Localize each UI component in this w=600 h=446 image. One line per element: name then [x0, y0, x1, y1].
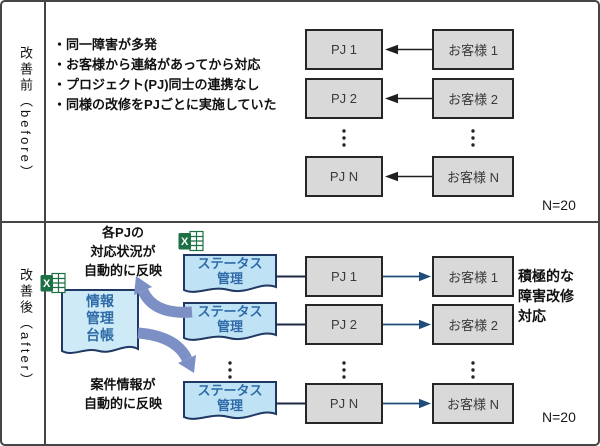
- annotation-right-line-2: 障害改修: [518, 288, 574, 304]
- document-shape: [183, 254, 277, 293]
- after-section-label: 改善後（after）: [18, 268, 33, 390]
- annotation-top-line-3: 自動的に反映: [83, 263, 162, 278]
- arrow-pj1-to-customer1-after: [383, 271, 431, 282]
- before-section-label: 改善前（before）: [18, 46, 33, 181]
- annotation-case-info-reflected: 案件情報が 自動的に反映: [62, 375, 184, 413]
- before-count-note: N=20: [542, 197, 576, 213]
- status-document-1: ステータス 管理: [183, 254, 277, 298]
- before-bullet-3: ・プロジェクト(PJ)同士の連携なし: [53, 77, 260, 92]
- label-column-divider: [44, 2, 46, 444]
- customer-box-before-n: お客様 N: [432, 156, 514, 197]
- pj-box-after-n: PJ N: [305, 383, 383, 424]
- excel-file-icon: X: [40, 272, 66, 300]
- annotation-top-line-1: 各PJの: [102, 225, 144, 240]
- info-ledger-label: 情報 管理 台帳: [61, 289, 139, 348]
- customer-box-after-1: お客様 1: [432, 256, 514, 297]
- status-document-2: ステータス 管理: [183, 302, 277, 346]
- status-line-2: 管理: [216, 318, 243, 334]
- status-doc-label: ステータス 管理: [183, 302, 277, 337]
- excel-x-glyph: X: [43, 278, 51, 290]
- ledger-line-2: 管理: [86, 310, 114, 327]
- annotation-right-line-1: 積極的な: [518, 268, 574, 284]
- before-bullet-1: ・同一障害が多発: [53, 37, 158, 52]
- document-shape: [61, 289, 139, 354]
- status-line-2: 管理: [216, 270, 243, 286]
- pj-box-after-2: PJ 2: [305, 304, 383, 345]
- arrow-pj2-to-customer2-after: [383, 319, 431, 330]
- annotation-bottom-line-1: 案件情報が: [90, 377, 156, 392]
- before-issues-list: ・同一障害が多発 ・お客様から連絡があってから対応 ・プロジェクト(PJ)同士の…: [53, 35, 277, 115]
- connector-doc-to-pj: [276, 275, 306, 405]
- status-line-1: ステータス: [197, 382, 263, 398]
- excel-x-glyph: X: [181, 236, 189, 248]
- annotation-status-reflected: 各PJの 対応状況が 自動的に反映: [64, 223, 182, 280]
- customer-box-after-n: お客様 N: [432, 383, 514, 424]
- pj-box-after-1: PJ 1: [305, 256, 383, 297]
- arrow-customer1-to-pj1-before: [385, 44, 432, 55]
- status-line-1: ステータス: [197, 303, 263, 319]
- arrow-pjN-to-customerN-after: [383, 398, 431, 409]
- annotation-proactive-fix: 積極的な 障害改修 対応: [518, 266, 574, 326]
- section-divider: [2, 221, 598, 223]
- arrow-customer2-to-pj2-before: [385, 93, 432, 104]
- annotation-top-line-2: 対応状況が: [90, 244, 156, 259]
- pj-box-before-n: PJ N: [305, 156, 383, 197]
- status-line-1: ステータス: [197, 255, 263, 271]
- after-count-note: N=20: [542, 409, 576, 425]
- info-ledger-document: 情報 管理 台帳: [61, 289, 139, 361]
- pj-box-before-1: PJ 1: [305, 29, 383, 70]
- document-shape: [183, 381, 277, 420]
- before-bullet-2: ・お客様から連絡があってから対応: [53, 57, 261, 72]
- customer-box-after-2: お客様 2: [432, 304, 514, 345]
- status-document-n: ステータス 管理: [183, 381, 277, 425]
- ellipsis-dots: [228, 361, 475, 379]
- ellipsis-dots: [342, 129, 475, 147]
- arrow-customerN-to-pjN-before: [385, 171, 432, 182]
- customer-box-before-1: お客様 1: [432, 29, 514, 70]
- document-shape: [183, 302, 277, 341]
- status-line-2: 管理: [216, 397, 243, 413]
- pj-box-before-2: PJ 2: [305, 78, 383, 119]
- before-bullet-4: ・同様の改修をPJごとに実施していた: [53, 97, 277, 112]
- ledger-line-3: 台帳: [86, 326, 114, 343]
- customer-box-before-2: お客様 2: [432, 78, 514, 119]
- excel-file-icon: X: [178, 230, 204, 258]
- status-doc-label: ステータス 管理: [183, 381, 277, 416]
- annotation-bottom-line-2: 自動的に反映: [83, 396, 162, 411]
- ledger-line-1: 情報: [86, 293, 114, 310]
- annotation-right-line-3: 対応: [518, 308, 546, 324]
- status-doc-label: ステータス 管理: [183, 254, 277, 289]
